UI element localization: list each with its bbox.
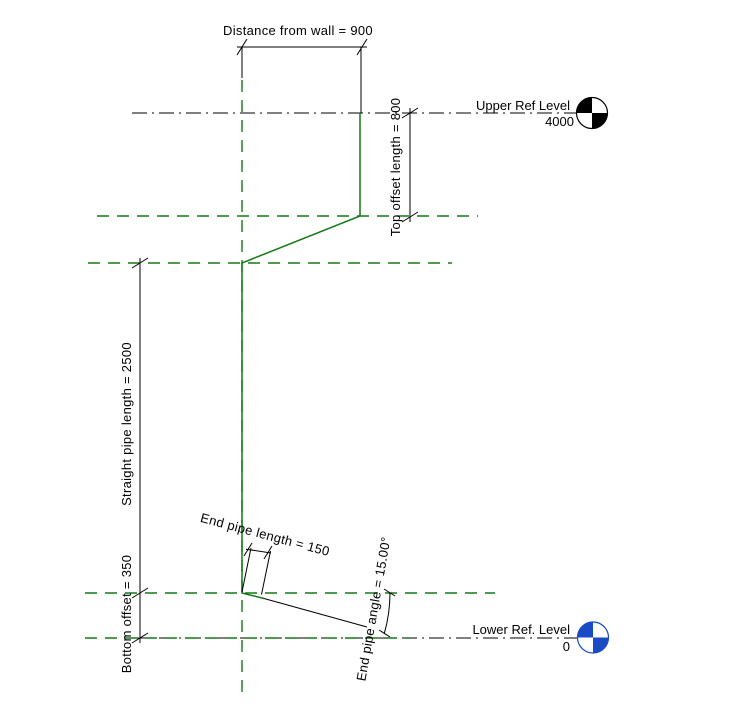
tick-icon	[356, 38, 368, 56]
dim-ext-line	[261, 550, 271, 595]
upper-level-elevation[interactable]: 4000	[545, 114, 574, 129]
lower-level-name[interactable]: Lower Ref. Level	[472, 622, 570, 637]
dim-end-pipe-angle[interactable]	[263, 588, 396, 638]
angle-arc	[383, 592, 391, 634]
label-top-offset[interactable]: Top offset length = 800	[388, 97, 403, 237]
angle-leader-line	[263, 598, 368, 628]
tick-icon	[401, 107, 419, 119]
dim-top-offset[interactable]	[401, 107, 419, 223]
dim-end-pipe-length[interactable]	[241, 542, 273, 595]
label-bottom-offset[interactable]: Bottom offset = 350	[119, 554, 134, 674]
dim-straight-pipe[interactable]	[131, 257, 149, 599]
dim-ext-line	[241, 547, 252, 593]
lower-level-elevation[interactable]: 0	[562, 639, 570, 654]
dim-bottom-offset[interactable]	[131, 588, 149, 644]
upper-level-marker-icon[interactable]	[575, 96, 609, 130]
upper-level-name[interactable]: Upper Ref Level	[476, 98, 570, 113]
tick-icon	[236, 38, 248, 56]
label-distance-from-wall[interactable]: Distance from wall = 900	[223, 23, 373, 38]
tick-icon	[401, 211, 419, 223]
tick-icon	[131, 257, 149, 269]
tick-icon	[263, 545, 273, 560]
tick-icon	[383, 588, 396, 597]
tick-icon	[131, 632, 149, 644]
tick-icon	[243, 542, 253, 557]
dim-distance-from-wall[interactable]	[236, 38, 368, 113]
dim-line	[245, 548, 272, 554]
lower-level-marker-icon[interactable]	[576, 621, 610, 654]
tick-icon	[378, 629, 391, 638]
pipe-line[interactable]	[241, 113, 361, 600]
label-straight-pipe[interactable]: Straight pipe length = 2500	[119, 342, 134, 506]
